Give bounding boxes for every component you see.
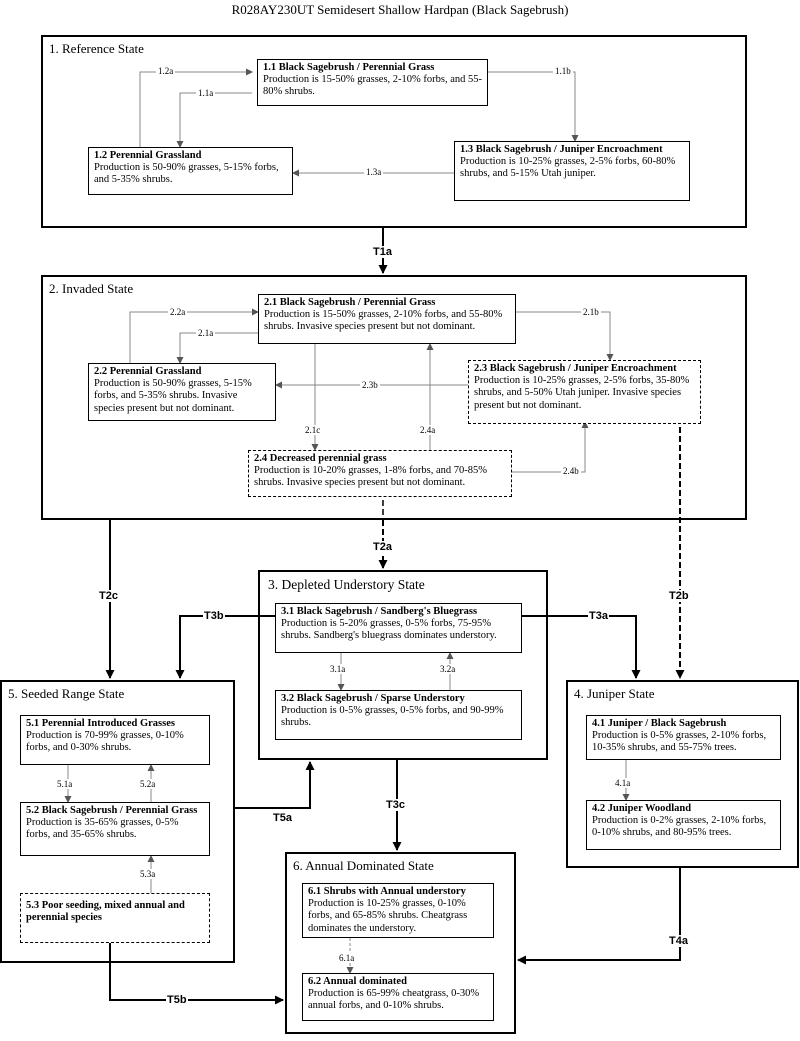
phase-5-2-title: 5.2 Black Sagebrush / Perennial Grass — [26, 805, 198, 816]
phase-3-2-title: 3.2 Black Sagebrush / Sparse Understory — [281, 693, 465, 704]
phase-6-2: 6.2 Annual dominated Production is 65-99… — [302, 973, 494, 1021]
phase-5-1-text: Production is 70-99% grasses, 0-10% forb… — [26, 730, 184, 754]
phase-1-3-title: 1.3 Black Sagebrush / Juniper Encroachme… — [460, 144, 663, 155]
pathway-label-2-1a: 2.1a — [196, 328, 216, 338]
state-5-title: 5. Seeded Range State — [8, 686, 125, 701]
phase-1-3-text: Production is 10-25% grasses, 2-5% forbs… — [460, 156, 676, 180]
phase-3-1: 3.1 Black Sagebrush / Sandberg's Bluegra… — [275, 603, 522, 653]
phase-5-3-title: 5.3 Poor seeding, mixed annual and peren… — [26, 900, 185, 924]
transition-label-T2b: T2b — [668, 590, 690, 602]
phase-2-4-text: Production is 10-20% grasses, 1-8% forbs… — [254, 465, 488, 489]
phase-2-3-text: Production is 10-25% grasses, 2-5% forbs… — [474, 375, 690, 411]
pathway-label-2-2a: 2.2a — [168, 307, 188, 317]
pathway-label-4-1a: 4.1a — [613, 778, 633, 788]
phase-5-1-title: 5.1 Perennial Introduced Grasses — [26, 718, 175, 729]
pathway-label-3-1a: 3.1a — [328, 664, 348, 674]
pathway-label-1-3a: 1.3a — [364, 167, 384, 177]
transition-label-T5b: T5b — [166, 994, 188, 1006]
pathway-label-5-1a: 5.1a — [55, 779, 75, 789]
state-2-title: 2. Invaded State — [49, 281, 134, 296]
transition-label-T3b: T3b — [203, 610, 225, 622]
pathway-label-2-4a: 2.4a — [418, 425, 438, 435]
state-6-title: 6. Annual Dominated State — [293, 858, 434, 873]
phase-6-1: 6.1 Shrubs with Annual understory Produc… — [302, 883, 494, 938]
phase-3-1-text: Production is 5-20% grasses, 0-5% forbs,… — [281, 618, 497, 642]
phase-5-2-text: Production is 35-65% grasses, 0-5% forbs… — [26, 817, 179, 841]
pathway-label-1-2a: 1.2a — [156, 66, 176, 76]
transition-label-T2c: T2c — [98, 590, 119, 602]
transition-label-T2a: T2a — [372, 541, 393, 553]
pathway-label-2-1c: 2.1c — [303, 425, 323, 435]
phase-4-2-title: 4.2 Juniper Woodland — [592, 803, 692, 814]
pathway-label-2-3b: 2.3b — [360, 380, 380, 390]
phase-5-3: 5.3 Poor seeding, mixed annual and peren… — [20, 893, 210, 943]
phase-2-3: 2.3 Black Sagebrush / Juniper Encroachme… — [468, 360, 701, 424]
phase-4-1-text: Production is 0-5% grasses, 2-10% forbs,… — [592, 730, 767, 754]
phase-2-1-title: 2.1 Black Sagebrush / Perennial Grass — [264, 297, 436, 308]
phase-4-1: 4.1 Juniper / Black Sagebrush Production… — [586, 715, 781, 760]
phase-6-1-text: Production is 10-25% grasses, 0-10% forb… — [308, 898, 468, 934]
phase-6-2-title: 6.2 Annual dominated — [308, 976, 407, 987]
state-4-title: 4. Juniper State — [574, 686, 655, 701]
phase-1-1-text: Production is 15-50% grasses, 2-10% forb… — [263, 74, 483, 98]
phase-1-1-title: 1.1 Black Sagebrush / Perennial Grass — [263, 62, 435, 73]
pathway-label-1-1b: 1.1b — [553, 66, 573, 76]
phase-2-2-text: Production is 50-90% grasses, 5-15% forb… — [94, 378, 252, 414]
phase-1-2-text: Production is 50-90% grasses, 5-15% forb… — [94, 162, 279, 186]
phase-5-1: 5.1 Perennial Introduced Grasses Product… — [20, 715, 210, 765]
transition-label-T3a: T3a — [588, 610, 609, 622]
phase-6-1-title: 6.1 Shrubs with Annual understory — [308, 886, 466, 897]
phase-1-1: 1.1 Black Sagebrush / Perennial Grass Pr… — [257, 59, 488, 106]
phase-3-2-text: Production is 0-5% grasses, 0-5% forbs, … — [281, 705, 504, 729]
phase-2-2: 2.2 Perennial Grassland Production is 50… — [88, 363, 276, 421]
phase-2-4-title: 2.4 Decreased perennial grass — [254, 453, 387, 464]
pathway-label-2-4b: 2.4b — [561, 466, 581, 476]
phase-2-2-title: 2.2 Perennial Grassland — [94, 366, 202, 377]
phase-3-2: 3.2 Black Sagebrush / Sparse Understory … — [275, 690, 522, 740]
diagram-title: R028AY230UT Semidesert Shallow Hardpan (… — [231, 2, 569, 17]
phase-2-1: 2.1 Black Sagebrush / Perennial Grass Pr… — [258, 294, 516, 344]
phase-2-3-title: 2.3 Black Sagebrush / Juniper Encroachme… — [474, 363, 677, 374]
phase-5-2: 5.2 Black Sagebrush / Perennial Grass Pr… — [20, 802, 210, 856]
pathway-label-5-2a: 5.2a — [138, 779, 158, 789]
phase-4-1-title: 4.1 Juniper / Black Sagebrush — [592, 718, 727, 729]
phase-1-2-title: 1.2 Perennial Grassland — [94, 150, 202, 161]
phase-2-1-text: Production is 15-50% grasses, 2-10% forb… — [264, 309, 503, 333]
pathway-label-5-3a: 5.3a — [138, 869, 158, 879]
phase-2-4: 2.4 Decreased perennial grass Production… — [248, 450, 512, 497]
pathway-label-3-2a: 3.2a — [438, 664, 458, 674]
state-3-title: 3. Depleted Understory State — [268, 577, 425, 592]
phase-1-2: 1.2 Perennial Grassland Production is 50… — [88, 147, 293, 195]
pathway-label-2-1b: 2.1b — [581, 307, 601, 317]
pathway-label-6-1a: 6.1a — [337, 953, 357, 963]
transition-label-T4a: T4a — [668, 935, 689, 947]
phase-4-2-text: Production is 0-2% grasses, 2-10% forbs,… — [592, 815, 767, 839]
phase-1-3: 1.3 Black Sagebrush / Juniper Encroachme… — [454, 141, 690, 201]
transition-label-T5a: T5a — [272, 812, 293, 824]
state-1-title: 1. Reference State — [49, 41, 144, 56]
phase-4-2: 4.2 Juniper Woodland Production is 0-2% … — [586, 800, 781, 850]
transition-label-T1a: T1a — [372, 246, 393, 258]
transition-label-T3c: T3c — [385, 799, 406, 811]
phase-6-2-text: Production is 65-99% cheatgrass, 0-30% a… — [308, 988, 480, 1012]
phase-3-1-title: 3.1 Black Sagebrush / Sandberg's Bluegra… — [281, 606, 478, 617]
pathway-label-1-1a: 1.1a — [196, 88, 216, 98]
